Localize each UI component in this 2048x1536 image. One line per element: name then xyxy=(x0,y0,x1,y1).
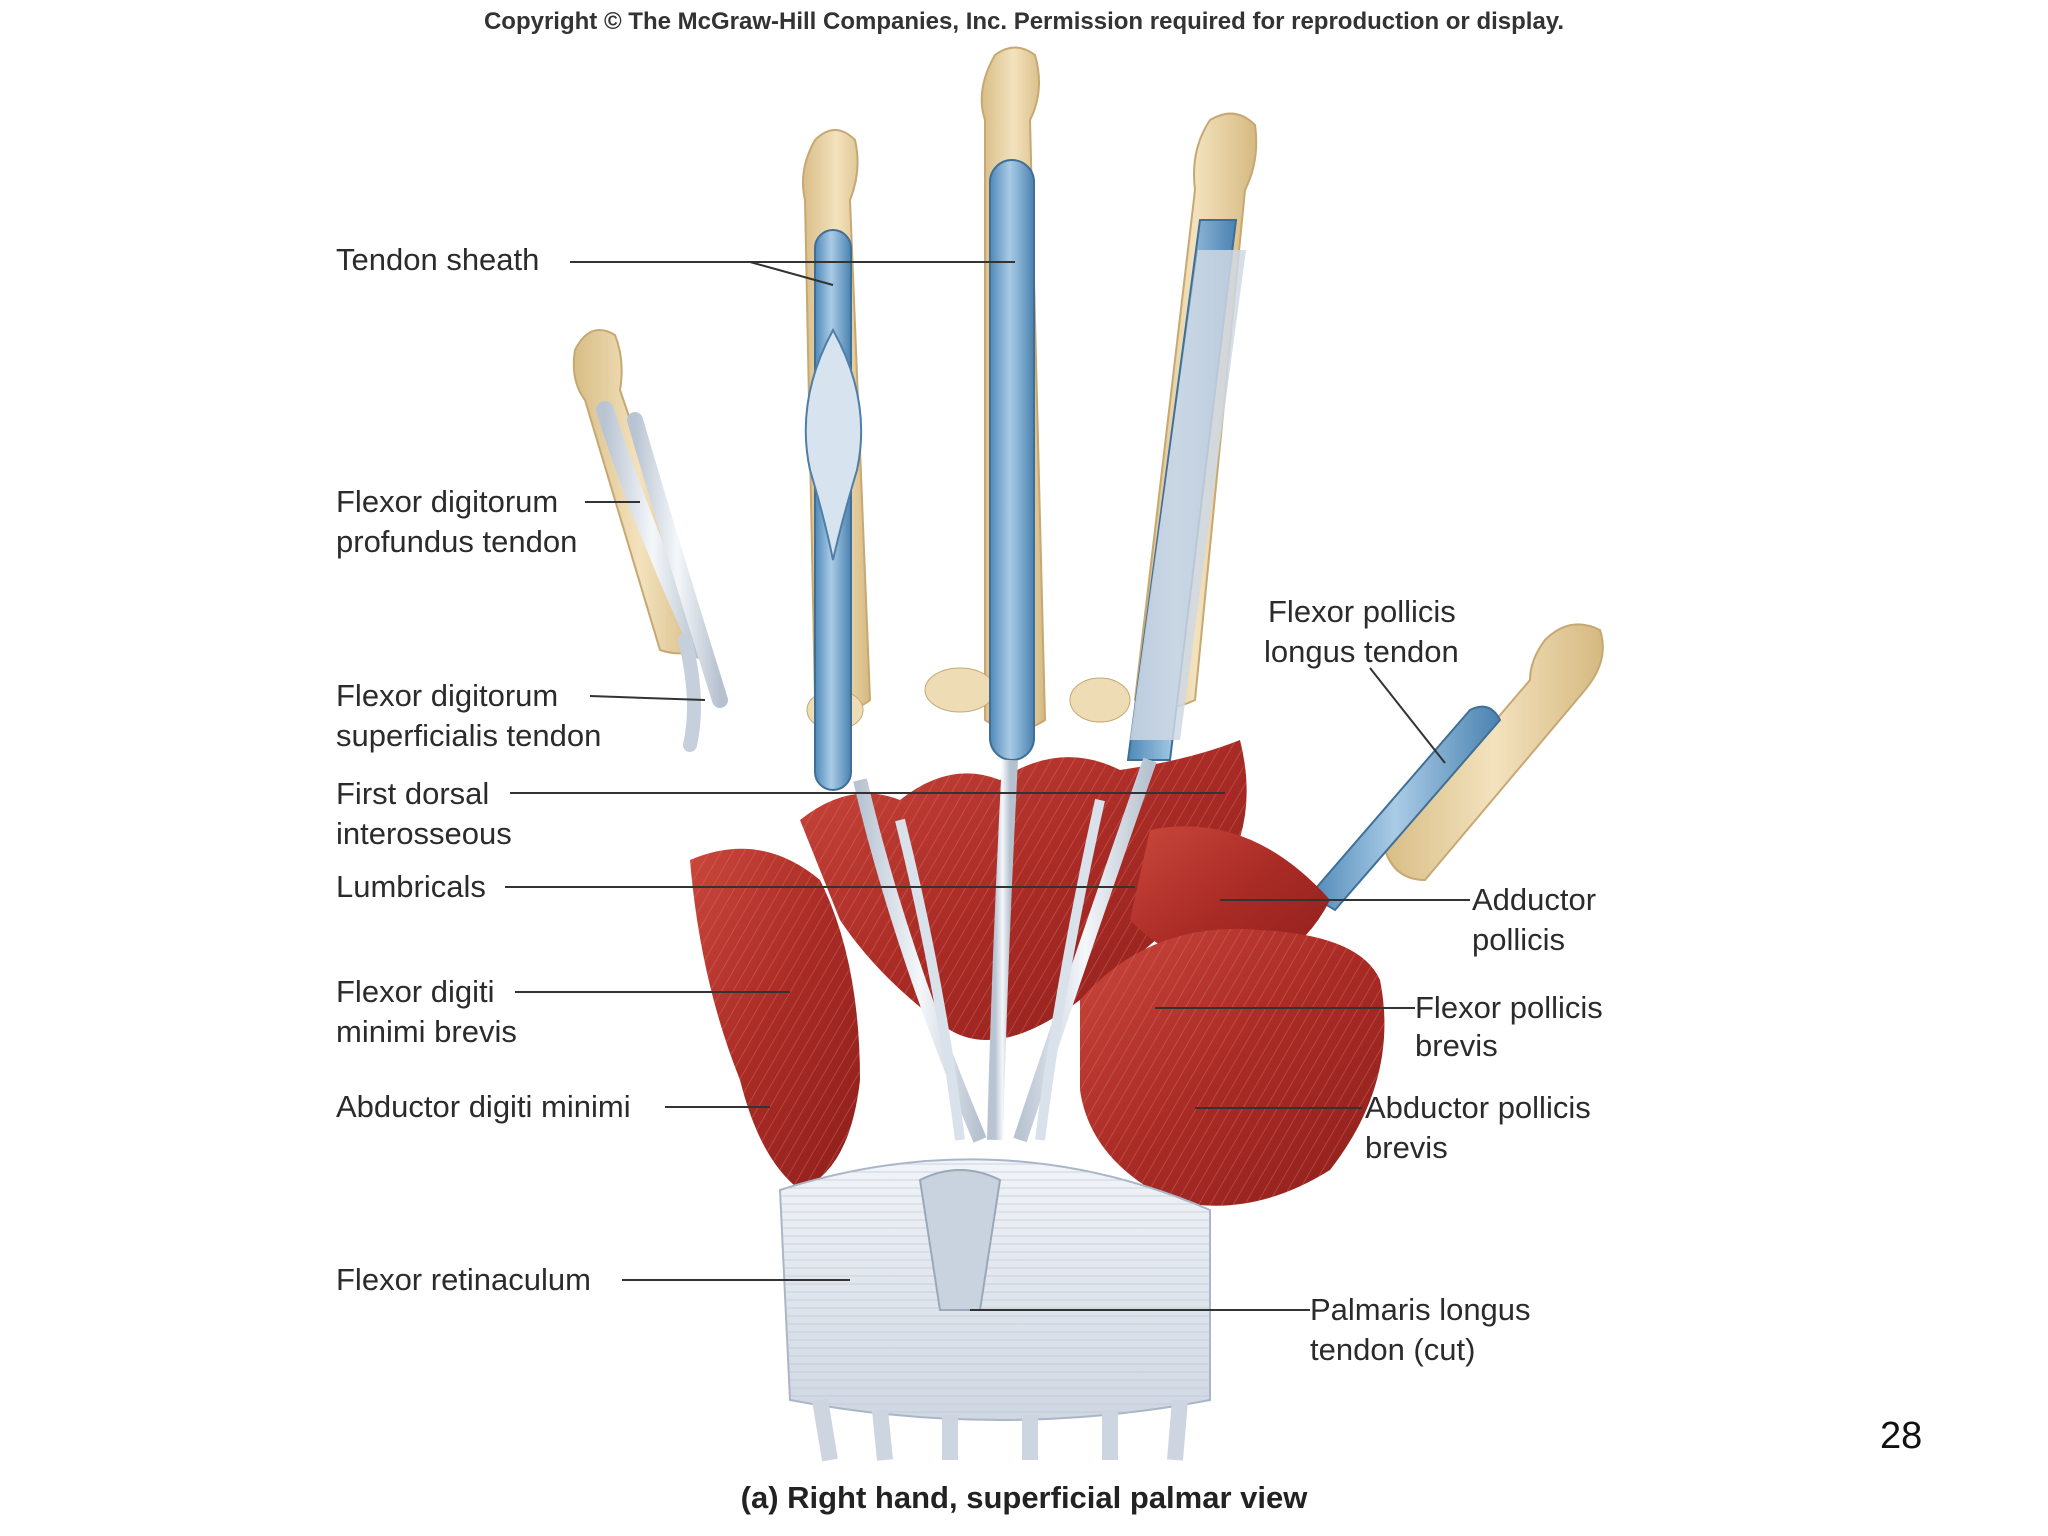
middle-finger-sheath xyxy=(989,159,1035,761)
copyright-notice: Copyright © The McGraw-Hill Companies, I… xyxy=(483,8,1565,35)
label-fds-tendon-line1: Flexor digitorum xyxy=(336,678,559,713)
index-finger-wrapped-sheath xyxy=(1130,250,1246,740)
label-fdmb-line1: Flexor digiti xyxy=(336,974,495,1009)
label-fpl-line2: longus tendon xyxy=(1264,634,1459,669)
forearm-tendons xyxy=(812,1398,1188,1462)
leader-lines xyxy=(505,261,1470,1311)
label-adductor-line2: pollicis xyxy=(1472,922,1566,957)
label-fdp-tendon-line2: profundus tendon xyxy=(336,524,578,559)
label-fpb-line1: Flexor pollicis xyxy=(1415,990,1603,1025)
thumb-sheath xyxy=(1308,705,1502,912)
label-fdp-tendon-line1: Flexor digitorum xyxy=(336,484,559,519)
label-abductor-digiti-minimi: Abductor digiti minimi xyxy=(336,1089,631,1124)
palmaris-longus-stump xyxy=(918,1169,1002,1311)
label-first-dorsal-line2: interosseous xyxy=(336,816,512,851)
label-fdmb-line2: minimi brevis xyxy=(336,1014,517,1049)
label-apb-line2: brevis xyxy=(1365,1130,1448,1165)
ring-finger-sheath-opening xyxy=(804,327,863,561)
label-apb-line1: Abductor pollicis xyxy=(1365,1090,1591,1125)
label-lumbricals: Lumbricals xyxy=(336,869,486,904)
label-flexor-retinaculum: Flexor retinaculum xyxy=(336,1262,591,1297)
label-fpb-line2: brevis xyxy=(1415,1028,1498,1063)
figure-caption: (a) Right hand, superficial palmar view xyxy=(740,1480,1308,1515)
tendon-sheaths xyxy=(804,159,1502,912)
label-fpl-line1: Flexor pollicis xyxy=(1268,594,1456,629)
little-finger-tendons xyxy=(596,401,728,752)
label-palmaris-line1: Palmaris longus xyxy=(1310,1292,1531,1327)
flexor-retinaculum-band xyxy=(778,1158,1211,1421)
label-tendon-sheath: Tendon sheath xyxy=(336,242,540,277)
page-number: 28 xyxy=(1880,1415,1923,1457)
label-first-dorsal-line1: First dorsal xyxy=(336,776,490,811)
flexor-tendons xyxy=(853,757,1157,1143)
thumb-bone xyxy=(1383,623,1604,882)
label-fds-tendon-line2: superficialis tendon xyxy=(336,718,602,753)
palm-muscles xyxy=(690,740,1385,1206)
label-palmaris-line2: tendon (cut) xyxy=(1310,1332,1476,1367)
label-adductor-line1: Adductor xyxy=(1472,882,1597,917)
